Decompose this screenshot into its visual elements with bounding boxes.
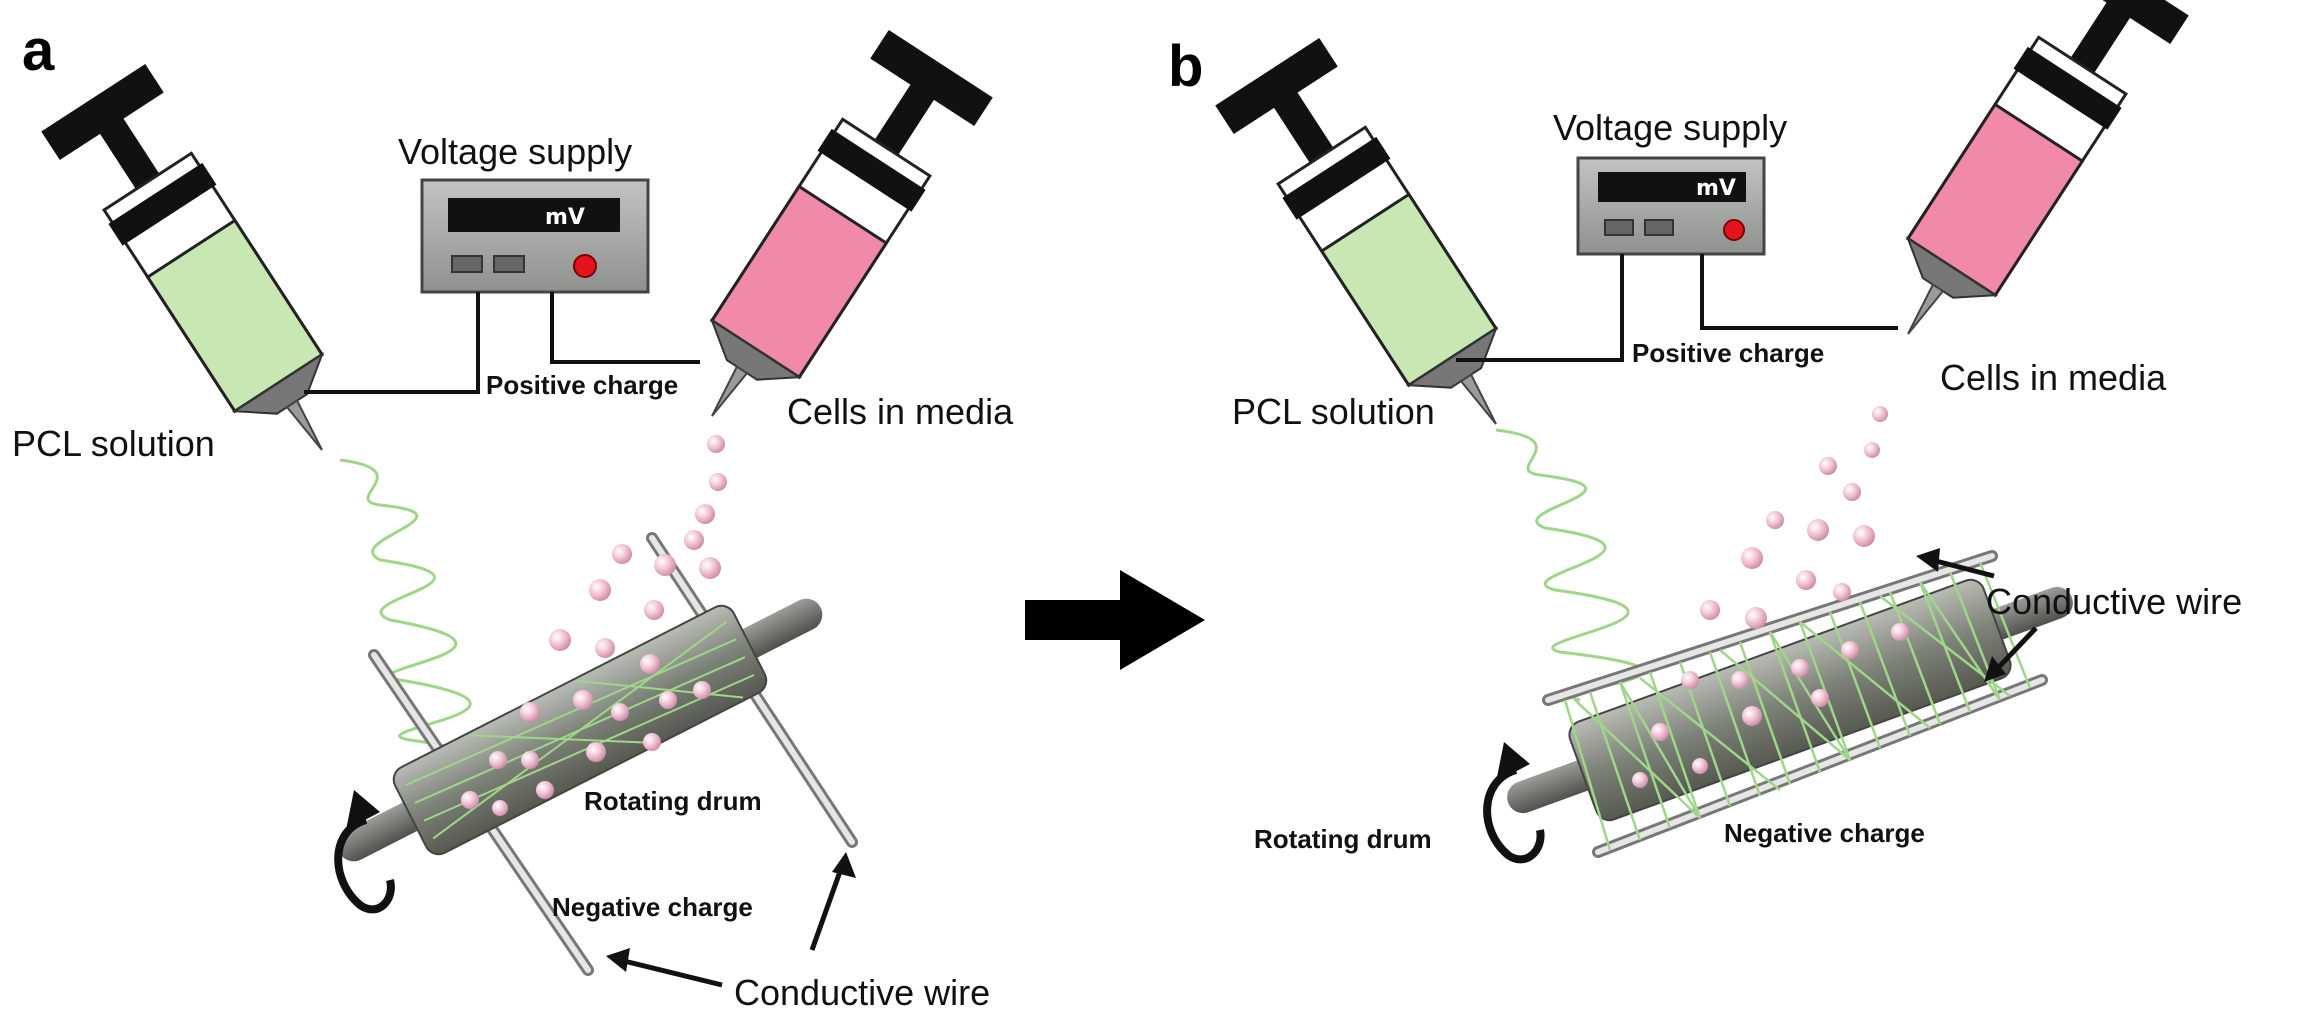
- cells-in-media-label-a: Cells in media: [787, 391, 1014, 432]
- cells-a: [461, 435, 727, 816]
- pcl-fiber-jet: [1495, 428, 1645, 702]
- positive-charge-label-a: Positive charge: [486, 370, 678, 400]
- voltage-supply-device-icon: [420, 178, 650, 294]
- rotation-arrow-icon: [1483, 742, 1545, 864]
- panel-a-letter: a: [22, 18, 55, 83]
- pointer-arrow-icon: [606, 852, 856, 988]
- media-syringe-icon: [1905, 0, 2189, 335]
- conductive-wire-label-a: Conductive wire: [734, 972, 990, 1013]
- voltage-supply-label-b: Voltage supply: [1553, 107, 1787, 148]
- conductive-wire-label-b: Conductive wire: [1986, 581, 2242, 622]
- rotation-arrow-icon: [334, 790, 395, 914]
- rotating-drum-label-b: Rotating drum: [1254, 824, 1432, 854]
- panel-b: b mV Voltag: [1168, 0, 2242, 864]
- meter-unit-b: mV: [1696, 176, 1736, 201]
- rotating-drum-label-a: Rotating drum: [584, 786, 762, 816]
- wire-to-media: [1700, 254, 1898, 330]
- right-arrow-icon: [1025, 570, 1205, 670]
- negative-charge-label-a: Negative charge: [552, 892, 753, 922]
- wire-to-media: [550, 292, 700, 364]
- voltage-supply-device-icon: [1576, 156, 1766, 256]
- pcl-solution-label-b: PCL solution: [1232, 391, 1435, 432]
- aligned-fibers-b: [1563, 561, 2032, 851]
- pcl-syringe-icon: [41, 63, 325, 451]
- panel-b-letter: b: [1168, 34, 1203, 99]
- rotating-drum-a: [337, 598, 823, 862]
- pointer-arrow-icon: [1916, 548, 2038, 682]
- panel-a: a mV Voltag: [12, 18, 1014, 1013]
- media-syringe-icon: [709, 29, 993, 417]
- cells-in-media-label-b: Cells in media: [1940, 357, 2167, 398]
- voltage-supply-label-a: Voltage supply: [398, 131, 632, 172]
- positive-charge-label-b: Positive charge: [1632, 338, 1824, 368]
- cells-b: [1632, 406, 1909, 788]
- meter-unit-a: mV: [545, 205, 585, 230]
- pcl-solution-label-a: PCL solution: [12, 423, 215, 464]
- pcl-fiber-jet: [339, 458, 484, 792]
- wire-to-pcl: [304, 292, 480, 394]
- pcl-syringe-icon: [1215, 37, 1499, 425]
- negative-charge-label-b: Negative charge: [1724, 818, 1925, 848]
- wire-to-pcl: [1456, 254, 1624, 362]
